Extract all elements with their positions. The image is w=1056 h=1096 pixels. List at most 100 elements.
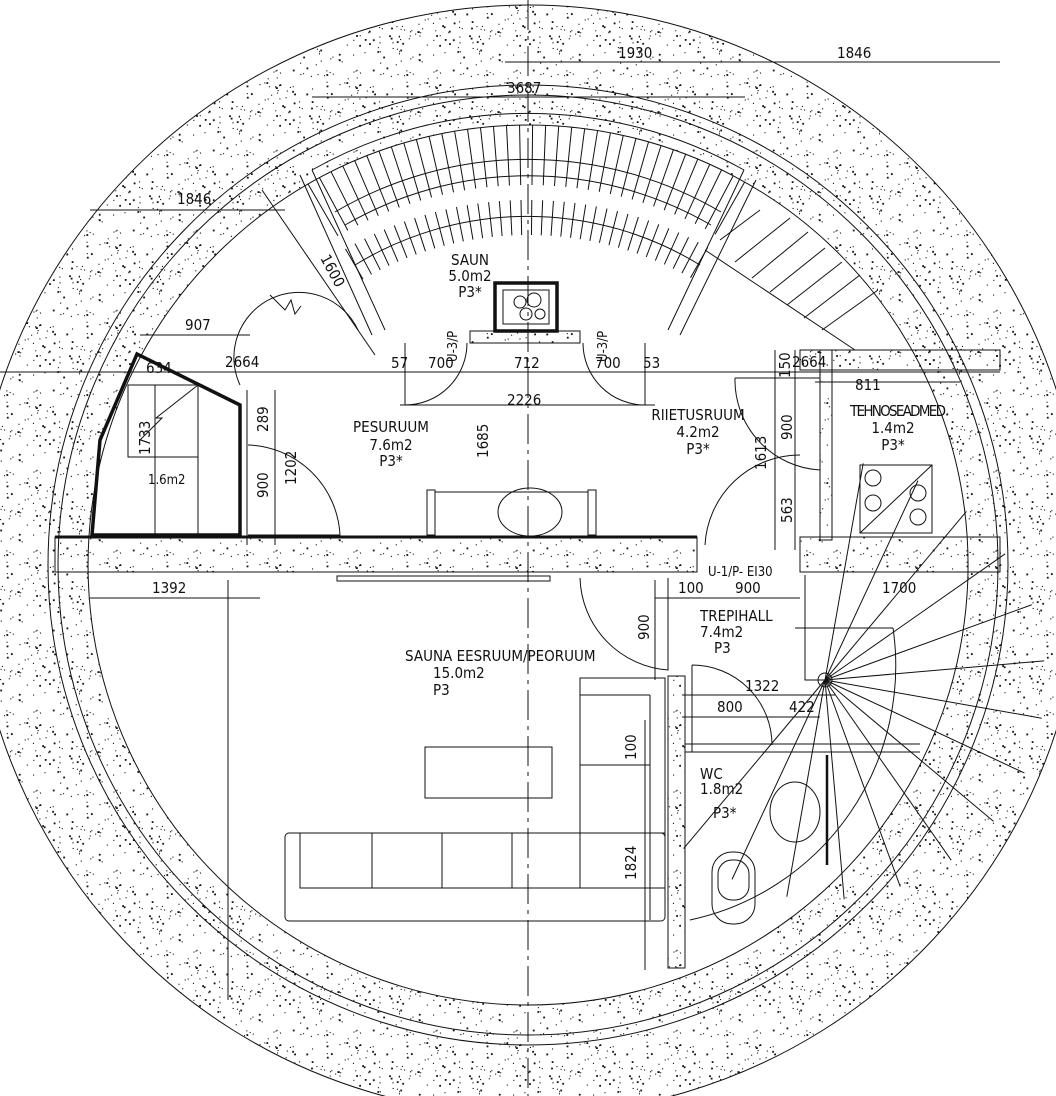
bench-slat	[354, 243, 372, 275]
bench-slat	[488, 202, 493, 237]
bench-slat	[694, 169, 723, 224]
coffee-table	[424, 746, 553, 799]
bench-slat	[690, 247, 709, 279]
room-name: SAUN	[451, 251, 489, 269]
bench-slat	[477, 203, 484, 239]
room-class: P3	[714, 639, 731, 657]
room-area: 7.4m2	[700, 623, 743, 641]
stair-tread	[824, 660, 1045, 681]
bench-slat	[598, 132, 611, 192]
dim: 900	[735, 579, 761, 597]
dim: 907	[185, 316, 211, 334]
bench-slat	[620, 138, 637, 197]
dim: 1930	[618, 44, 652, 62]
dim: 1202	[282, 451, 300, 485]
room-trepihall: TREPIHALL 7.4m2 P3	[699, 607, 773, 657]
shower-area: 1.6m2	[148, 473, 185, 488]
outer-wall-ring	[0, 4, 1056, 1096]
room-class: P3	[433, 681, 450, 699]
room-name: PESURUUM	[353, 418, 429, 436]
room-area: 1.8m2	[700, 780, 743, 798]
bench-slat	[519, 125, 522, 186]
bench-slat	[434, 211, 445, 246]
bench-slat	[609, 135, 624, 195]
dim: 1846	[837, 44, 871, 62]
spiral-stair	[683, 463, 1045, 921]
bench-slat	[307, 183, 339, 237]
bench-slat	[542, 125, 547, 186]
bench-slat	[378, 150, 400, 208]
bench-slat	[455, 206, 464, 242]
bench-slat	[642, 145, 662, 203]
room-wc: WC 1.8m2 P3*	[700, 765, 743, 822]
dim: 563	[778, 497, 796, 523]
fixtures	[426, 464, 933, 925]
door-label: U-3/P	[446, 331, 461, 362]
bench-slat	[403, 221, 417, 255]
bench-slat	[627, 216, 639, 251]
stair-tread	[824, 480, 919, 681]
bench-slat	[454, 131, 466, 191]
dim: 3687	[507, 79, 541, 97]
dim: 2664	[225, 353, 259, 371]
dim: 100	[622, 734, 640, 760]
stair-tread	[683, 679, 826, 849]
stair-tread	[824, 553, 1006, 681]
dim: 150	[776, 352, 794, 378]
room-eesruum: SAUNA EESRUUM/PEORUUM 15.0m2 P3	[405, 647, 596, 699]
bench-slat	[415, 139, 433, 198]
bench-slat	[654, 228, 670, 261]
dim: 53	[643, 354, 660, 372]
bench-slat	[383, 229, 399, 262]
bench-slat	[663, 154, 687, 211]
room-name: RIIETUSRUUM	[651, 406, 744, 424]
bench-slat	[684, 164, 711, 220]
dim: 700	[595, 354, 621, 372]
interior-walls	[54, 349, 1001, 1000]
bench-slat	[565, 127, 573, 187]
room-area: 5.0m2	[448, 267, 491, 285]
stair-tread	[824, 511, 967, 681]
dimension-lines	[0, 61, 1000, 970]
dim: 1700	[882, 579, 916, 597]
dim: 1846	[177, 190, 211, 208]
room-area: 7.6m2	[369, 436, 412, 454]
bench-slat	[479, 127, 488, 188]
stair-tread	[824, 679, 1042, 719]
bench-slat	[393, 225, 408, 259]
bench-slat	[554, 126, 560, 186]
bench-slat	[506, 125, 510, 186]
shower-lines	[127, 384, 199, 535]
bench-slat	[492, 126, 499, 187]
bench-slat	[631, 141, 650, 200]
stair-tread	[824, 679, 845, 900]
bench-slat	[674, 158, 699, 215]
stair-tread	[824, 679, 1025, 774]
sofa	[284, 677, 666, 922]
dim: 57	[391, 354, 408, 372]
bench-slat	[441, 133, 455, 193]
bench-slat	[366, 155, 390, 212]
shower-enclosure	[90, 351, 242, 537]
bench-slat	[318, 177, 349, 231]
room-class: P3*	[458, 283, 482, 301]
dim: 900	[778, 414, 796, 440]
room-name: TEHNOSEADMED	[849, 402, 946, 420]
bench-slat	[560, 201, 565, 237]
bench-slat	[498, 201, 503, 237]
bench-slat	[598, 208, 608, 243]
dim: 2664	[792, 353, 826, 371]
dim: 1392	[152, 579, 186, 597]
bench-slat	[570, 202, 576, 238]
stair-tread	[824, 463, 864, 681]
bench-slat	[608, 211, 619, 246]
stair-tread	[824, 679, 994, 822]
bench-slat	[373, 233, 390, 266]
room-area: 1.4m2	[871, 419, 914, 437]
stair-tread	[786, 679, 826, 897]
room-name: WC	[700, 765, 723, 783]
bench-slat	[467, 129, 477, 189]
dim: 422	[789, 698, 815, 716]
room-area: 4.2m2	[676, 423, 719, 441]
